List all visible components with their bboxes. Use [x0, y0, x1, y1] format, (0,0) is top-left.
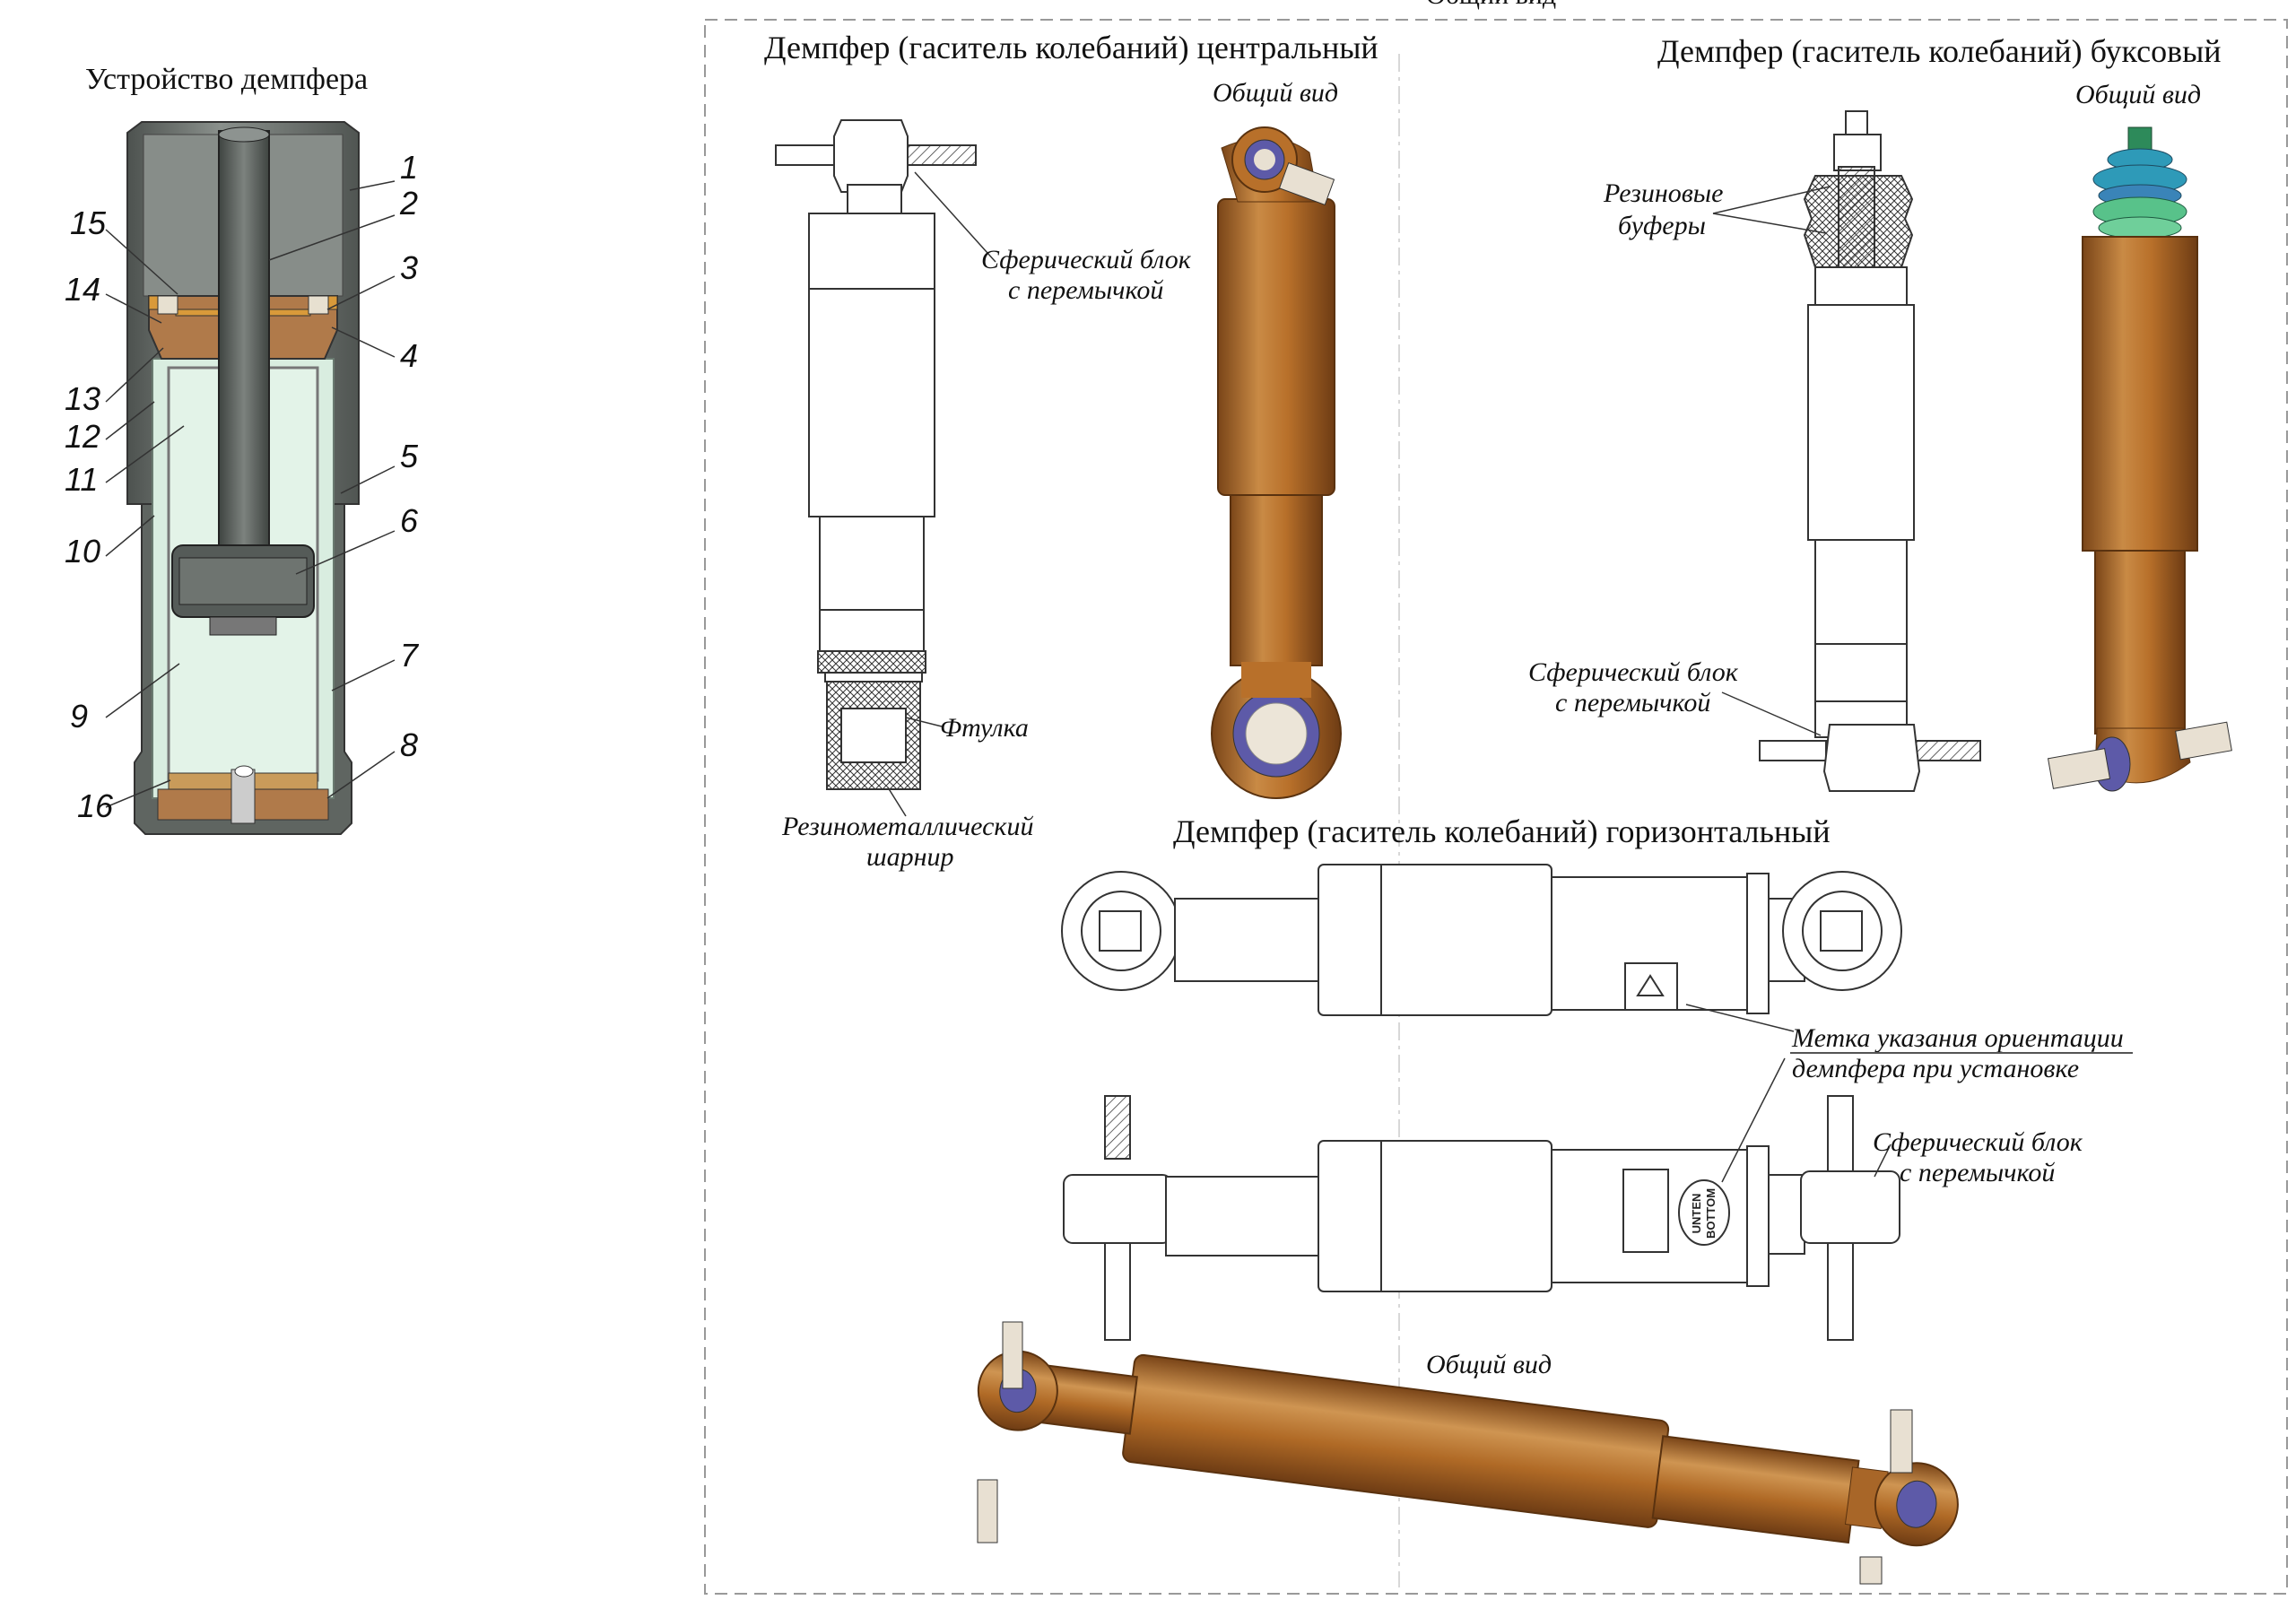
orientation-mark-line1: Метка указания ориентации	[1792, 1023, 2124, 1053]
callout-4: 4	[400, 337, 419, 374]
central-rubber-joint-line1: Резинометаллический	[782, 812, 1034, 841]
horizontal-spherical-block-line2: с перемычкой	[1900, 1158, 2056, 1187]
central-bushing-label: Фтулка	[940, 713, 1029, 743]
callout-6: 6	[400, 502, 419, 539]
callout-1: 1	[400, 149, 419, 186]
callout-11: 11	[65, 461, 99, 498]
central-damper-drawing	[775, 119, 996, 817]
callout-14: 14	[65, 271, 101, 308]
orientation-sticker: UNTEN BOTTOM	[1690, 1187, 1724, 1240]
axlebox-spherical-block-line2: с перемычкой	[1555, 688, 1711, 717]
central-general-view-label: Общий вид	[1213, 78, 1339, 108]
horizontal-damper-side-drawing	[1063, 1057, 1900, 1341]
callout-2: 2	[400, 185, 419, 222]
callout-9: 9	[70, 698, 89, 735]
horizontal-damper-top-drawing	[1061, 864, 1902, 1032]
callout-7: 7	[400, 637, 419, 674]
horizontal-damper-render	[977, 1321, 1959, 1585]
axlebox-damper-drawing	[1712, 110, 1981, 792]
horizontal-damper-title: Демпфер (гаситель колебаний) горизонталь…	[1173, 813, 1831, 849]
central-rubber-joint-line2: шарнир	[866, 842, 954, 872]
orientation-sticker-line1: UNTEN	[1690, 1193, 1703, 1234]
axlebox-rubber-buffers-line1: Резиновые	[1604, 178, 1724, 208]
damper-cross-section	[126, 121, 360, 835]
callout-10: 10	[65, 533, 101, 570]
callout-3: 3	[400, 249, 419, 286]
callout-16: 16	[77, 787, 114, 824]
callout-5: 5	[400, 438, 419, 474]
right-panel-frame	[704, 19, 2288, 1595]
callout-15: 15	[70, 204, 107, 241]
axlebox-spherical-block-line1: Сферический блок	[1528, 657, 1738, 687]
central-damper-title: Демпфер (гаситель колебаний) центральный	[764, 30, 1378, 65]
left-panel-title: Устройство демпфера	[85, 63, 369, 96]
axlebox-rubber-buffers-line2: буферы	[1618, 211, 1706, 240]
top-cut-label: Общий вид	[1426, 0, 1556, 11]
horizontal-spherical-block-line1: Сферический блок	[1873, 1127, 2083, 1157]
callout-13: 13	[65, 380, 101, 417]
orientation-sticker-line2: BOTTOM	[1704, 1187, 1718, 1239]
callout-12: 12	[65, 418, 101, 455]
central-spherical-block-line2: с перемычкой	[1008, 275, 1164, 305]
orientation-mark-line2: демпфера при установке	[1792, 1054, 2080, 1083]
horizontal-general-view-label: Общий вид	[1426, 1350, 1552, 1379]
axlebox-damper-title: Демпфер (гаситель колебаний) буксовый	[1657, 33, 2222, 69]
callout-leaders	[105, 180, 396, 808]
orientation-mark-underline	[1790, 1052, 2133, 1054]
central-spherical-block-line1: Сферический блок	[981, 245, 1191, 274]
axlebox-damper-render	[2047, 126, 2232, 792]
central-damper-render	[1211, 126, 1342, 799]
axlebox-general-view-label: Общий вид	[2075, 80, 2202, 109]
callout-8: 8	[400, 726, 419, 763]
